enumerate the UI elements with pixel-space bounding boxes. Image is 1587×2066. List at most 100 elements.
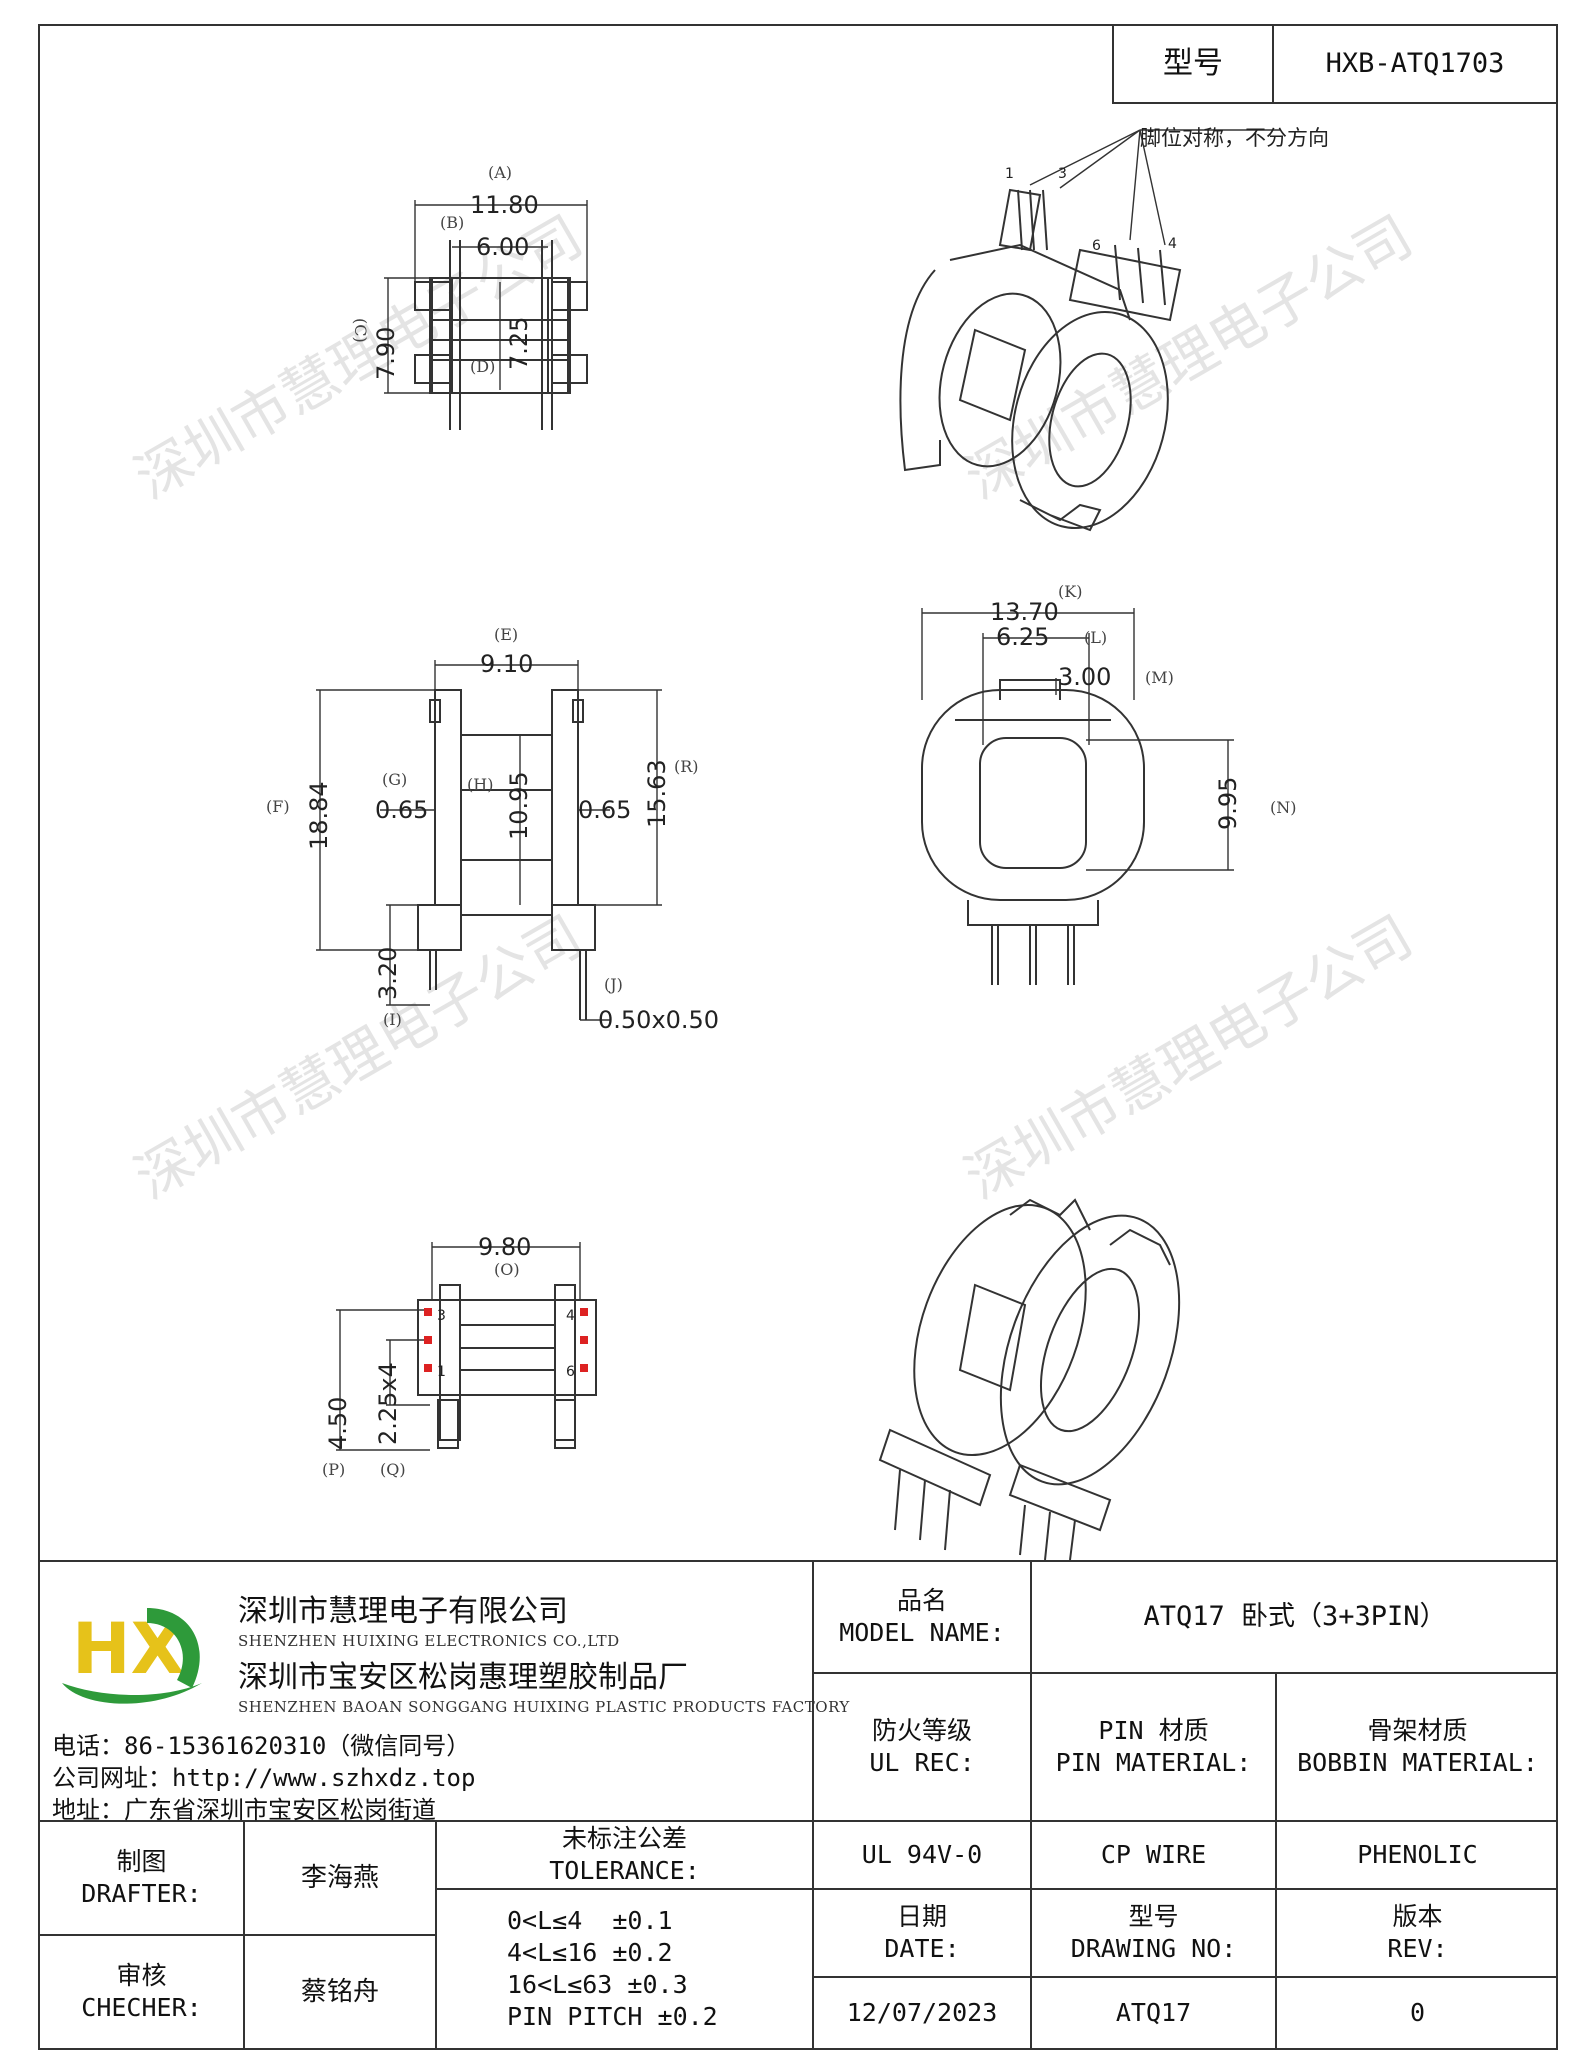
bobbin-material-en: BOBBIN MATERIAL: — [1297, 1748, 1538, 1777]
dim-label-r: (R) — [674, 757, 699, 776]
dim-label-p: (P) — [322, 1460, 345, 1479]
fire-rating-label: 防火等级 UL REC: — [814, 1674, 1030, 1820]
pin-material-cn: PIN 材质 — [1098, 1716, 1209, 1745]
header-box-bottom — [1112, 102, 1558, 104]
dim-value-q: 2.25x4 — [374, 1362, 402, 1445]
date-en: DATE: — [884, 1934, 960, 1963]
dim-label-h: (H) — [467, 775, 493, 794]
dim-value-a: 11.80 — [470, 191, 539, 219]
model-name-en: MODEL NAME: — [839, 1618, 1005, 1647]
dim-value-p: 4.50 — [324, 1397, 352, 1450]
company-phone: 电话：86-15361620310（微信同号） — [52, 1732, 471, 1760]
tb-h-1888-left — [435, 1888, 812, 1890]
dim-value-l: 6.25 — [996, 623, 1049, 651]
dim-value-c: 7.90 — [372, 327, 400, 380]
drafter-name: 李海燕 — [300, 1863, 379, 1893]
dim-label-a: (A) — [488, 163, 512, 182]
view-e-outline — [417, 689, 596, 1020]
dim-value-k: 13.70 — [990, 598, 1059, 626]
dim-value-m: 3.00 — [1058, 663, 1111, 691]
pin-markers — [424, 1308, 588, 1372]
tb-v-1030 — [1030, 1560, 1032, 2050]
view-a-outline — [414, 240, 588, 430]
view-k-dims — [921, 608, 1234, 871]
dim-label-c: (C) — [351, 318, 370, 343]
dim-label-f: (F) — [266, 797, 290, 816]
iso-pin-1: 1 — [1005, 166, 1014, 182]
tolerance-en: TOLERANCE: — [549, 1856, 700, 1885]
rev-en: REV: — [1387, 1934, 1448, 1963]
iso-pin-arrows — [1029, 129, 1280, 246]
dim-value-g2: 0.65 — [578, 796, 631, 824]
bobbin-material-cn: 骨架材质 — [1367, 1716, 1468, 1745]
company-name-en: SHENZHEN HUIXING ELECTRONICS CO.,LTD — [238, 1632, 620, 1650]
dim-label-l: (L) — [1084, 628, 1107, 647]
tb-v-243 — [243, 1820, 245, 2050]
bobbin-material-label: 骨架材质 BOBBIN MATERIAL: — [1277, 1674, 1558, 1820]
drawing-no-cn: 型号 — [1128, 1902, 1179, 1931]
dim-value-j: 0.50x0.50 — [598, 1006, 719, 1034]
dim-label-k: (K) — [1058, 582, 1082, 601]
dim-value-h: 10.95 — [505, 771, 533, 840]
pin-num-3: 3 — [437, 1308, 446, 1324]
dim-value-o: 9.80 — [478, 1233, 531, 1261]
tolerance-row: 16<L≤63 ±0.3 — [507, 1970, 688, 1999]
dim-label-e: (E) — [494, 625, 518, 644]
iso-view-top — [899, 188, 1182, 532]
view-o-outline — [417, 1284, 597, 1449]
dim-value-d: 7.25 — [505, 317, 533, 370]
factory-name-en: SHENZHEN BAOAN SONGGANG HUIXING PLASTIC … — [238, 1698, 850, 1716]
tolerance-row: 4<L≤16 ±0.2 — [507, 1938, 673, 1967]
model-value: HXB-ATQ1703 — [1325, 48, 1505, 79]
iso-pin-6: 6 — [1092, 238, 1101, 254]
tolerance-cn: 未标注公差 — [561, 1824, 687, 1853]
iso-pin-3: 3 — [1058, 166, 1067, 182]
logo-arc — [147, 1608, 200, 1688]
tb-h-1888-right — [812, 1888, 1558, 1890]
dim-value-r: 15.63 — [643, 759, 671, 828]
rev-label: 版本 REV: — [1277, 1890, 1558, 1976]
model-name-value: ATQ17 卧式（3+3PIN） — [1143, 1601, 1447, 1632]
dim-value-i: 3.20 — [374, 947, 402, 1000]
pin-num-6: 6 — [566, 1364, 575, 1380]
tolerance-row: PIN PITCH ±0.2 — [507, 2002, 718, 2031]
company-logo: HX — [62, 1608, 202, 1704]
rev-value: 0 — [1409, 1998, 1426, 2027]
fire-rating-value: UL 94V-0 — [861, 1840, 983, 1869]
drawing-no-label: 型号 DRAWING NO: — [1032, 1890, 1275, 1976]
dim-label-b: (B) — [440, 213, 464, 232]
tb-h-1820 — [38, 1820, 1558, 1822]
dim-value-f: 18.84 — [305, 781, 333, 850]
header-box-top — [1112, 24, 1558, 26]
dim-label-n: (N) — [1270, 798, 1296, 817]
dim-value-e: 9.10 — [480, 650, 533, 678]
header-box-left — [1112, 24, 1114, 104]
pin-num-1: 1 — [437, 1364, 446, 1380]
dim-value-b: 6.00 — [476, 233, 529, 261]
model-name-cn: 品名 — [896, 1586, 947, 1615]
dim-label-g: (G) — [382, 770, 407, 789]
date-value: 12/07/2023 — [846, 1998, 998, 2027]
company-website: 公司网址：http://www.szhxdz.top — [52, 1764, 476, 1792]
rev-cn: 版本 — [1392, 1902, 1443, 1931]
tolerance-row: 0<L≤4 ±0.1 — [507, 1906, 673, 1935]
model-name-label: 品名 MODEL NAME: — [814, 1562, 1030, 1672]
model-label: 型号 — [1163, 46, 1223, 81]
pin-num-4: 4 — [566, 1308, 575, 1324]
date-label: 日期 DATE: — [814, 1890, 1030, 1976]
tb-top-line — [38, 1560, 1558, 1562]
drafter-cn: 制图 — [116, 1847, 167, 1876]
tb-v-812 — [812, 1560, 814, 2050]
tb-h-1976 — [812, 1976, 1558, 1978]
dim-label-d: (D) — [470, 357, 495, 376]
pin-material-label: PIN 材质 PIN MATERIAL: — [1032, 1674, 1275, 1820]
logo-swoosh — [62, 1683, 202, 1704]
fire-rating-en: UL REC: — [869, 1748, 975, 1777]
view-a-dims — [384, 200, 588, 394]
date-cn: 日期 — [896, 1902, 947, 1931]
drafter-en: DRAFTER: — [81, 1879, 202, 1908]
dim-label-j: (J) — [604, 975, 623, 994]
bobbin-material-value: PHENOLIC — [1357, 1840, 1478, 1869]
view-e-dims — [316, 660, 662, 1021]
